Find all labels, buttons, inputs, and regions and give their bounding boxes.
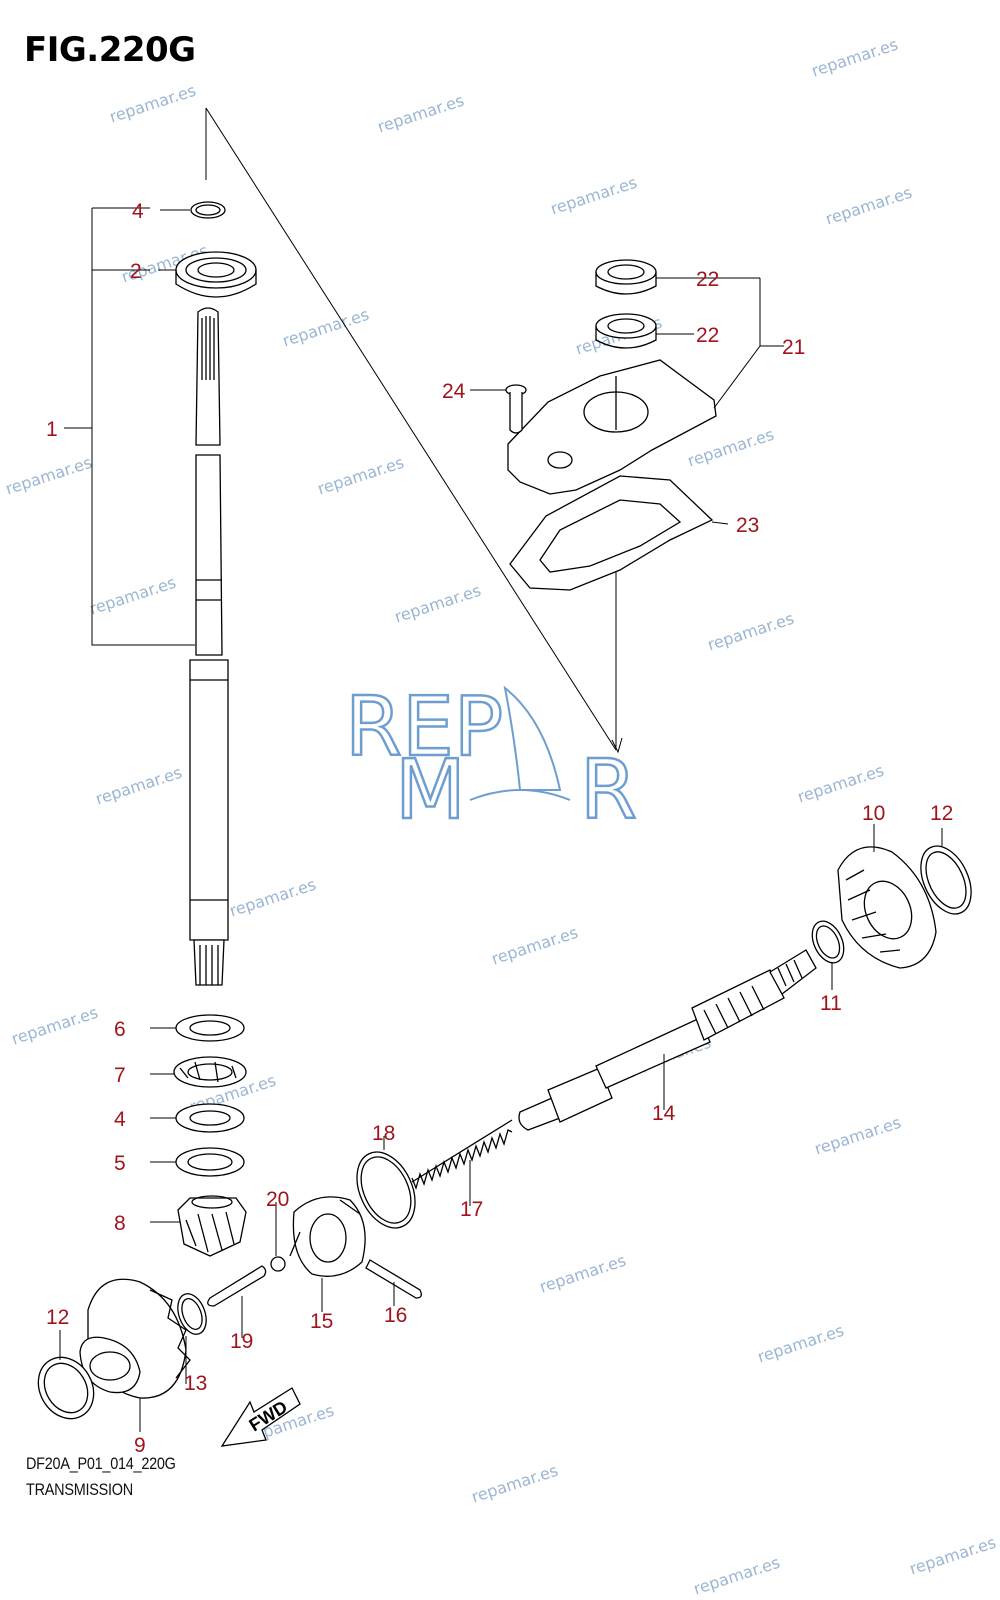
clutch-dog-part [289, 1196, 366, 1277]
callout-22-bottom: 22 [696, 324, 719, 347]
callout-9: 9 [134, 1434, 146, 1457]
callout-8: 8 [114, 1212, 126, 1235]
shim-part [37, 1356, 95, 1420]
callout-6: 6 [114, 1018, 126, 1041]
figure-title: FIG.220G [24, 30, 196, 70]
callout-4: 4 [114, 1108, 126, 1131]
circlip-part [190, 201, 226, 219]
logo-text-r: R [580, 743, 637, 838]
oil-seal-part [595, 313, 657, 349]
spring-clip-part [356, 1151, 416, 1229]
callout-14: 14 [652, 1102, 676, 1125]
callout-15: 15 [310, 1310, 333, 1333]
shim-part [175, 1147, 245, 1177]
bearing-part [175, 251, 257, 298]
callout-19: 19 [230, 1330, 253, 1353]
logo-text-m: M [395, 743, 466, 838]
callout-21: 21 [782, 336, 805, 359]
logo-text-top: REP [345, 680, 503, 775]
bevel-gear-part [79, 1278, 191, 1399]
callout-1: 1 [46, 418, 58, 441]
callout-22-top: 22 [696, 268, 719, 291]
callout-10: 10 [862, 802, 885, 825]
ring-part [177, 1293, 207, 1335]
gasket-part [509, 475, 714, 591]
drive-shaft-part [189, 307, 229, 986]
figure-subtitle: TRANSMISSION [26, 1480, 133, 1499]
callout-11: 11 [820, 992, 842, 1015]
cross-pin-part [365, 1259, 422, 1299]
callout-24: 24 [442, 380, 466, 403]
shim-part [920, 845, 972, 915]
ring-part [811, 920, 845, 964]
housing-part [507, 359, 717, 495]
callout-12-right: 12 [930, 802, 953, 825]
pinion-gear-part [177, 1195, 247, 1257]
callout-7: 7 [114, 1064, 126, 1087]
fwd-arrow-icon: FWD [220, 1387, 301, 1447]
figure-code: DF20A_P01_014_220G [26, 1454, 176, 1473]
pin-part [207, 1265, 267, 1307]
callout-13: 13 [184, 1372, 207, 1395]
ball-part [270, 1256, 286, 1272]
reverse-gear-part [837, 846, 937, 969]
callout-2: 2 [130, 260, 142, 283]
repamar-logo: REP M R [344, 679, 638, 840]
propeller-shaft-part [518, 949, 817, 1131]
callout-18: 18 [372, 1122, 395, 1145]
bolt-part [505, 384, 527, 434]
callout-23: 23 [736, 514, 759, 537]
spring-part [411, 1119, 513, 1191]
thrust-bearing-part [173, 1056, 247, 1088]
callout-17: 17 [460, 1198, 483, 1221]
washer-part [175, 1103, 245, 1133]
callout-20: 20 [266, 1188, 289, 1211]
callout-3: 4 [132, 200, 144, 223]
callout-5: 5 [114, 1152, 126, 1175]
washer-part [175, 1014, 245, 1042]
oil-seal-part [595, 259, 657, 295]
callout-12-left: 12 [46, 1306, 69, 1329]
wave-icon [469, 789, 571, 801]
sail-icon [503, 685, 562, 791]
callout-16: 16 [384, 1304, 407, 1327]
